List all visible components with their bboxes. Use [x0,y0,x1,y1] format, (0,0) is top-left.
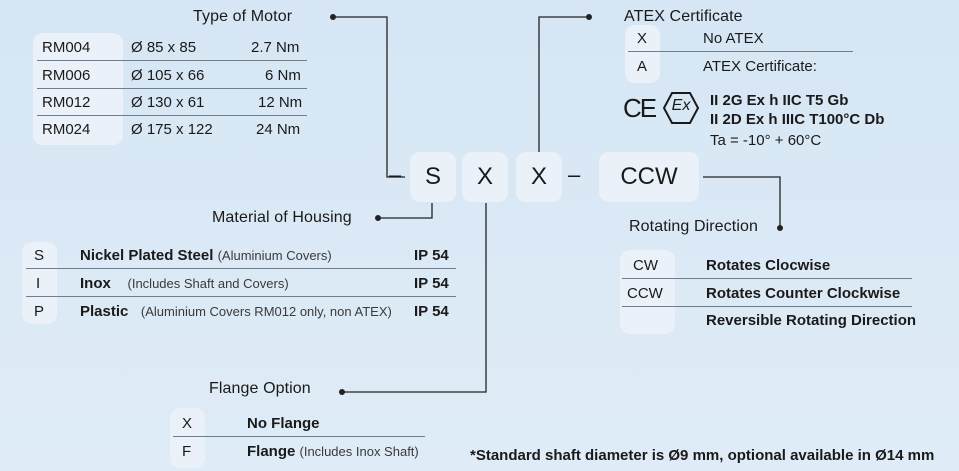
footnote: *Standard shaft diameter is Ø9 mm, optio… [470,447,935,464]
motor-torque: 24 Nm [256,121,301,138]
flange-code: F [182,443,192,460]
motor-divider [37,88,307,89]
motor-model: RM004 [42,39,91,56]
code-box-atex: X [516,152,562,202]
motor-size: Ø 130 x 61 [131,94,205,111]
rotation-label: Rotates Clocwise [706,257,831,274]
flange-divider [173,436,425,437]
atex-label: No ATEX [703,30,764,47]
housing-ip: IP 54 [414,303,449,320]
housing-name: Plastic [80,303,129,320]
housing-ip: IP 54 [414,275,449,292]
housing-code: I [36,275,41,292]
atex-code: X [637,30,648,47]
rotation-label: Rotates Counter Clockwise [706,285,901,302]
flange-connector [342,203,487,393]
flange-name: No Flange [247,415,320,432]
motor-dot [330,14,336,20]
housing-material: Nickel Plated Steel (Aluminium Covers) [80,247,332,264]
housing-divider [26,296,456,297]
motor-size: Ø 105 x 66 [131,67,205,84]
atex-code-pill [625,25,660,83]
flange-code: X [182,415,193,432]
motor-torque: 12 Nm [258,94,303,111]
housing-connector [378,203,433,219]
housing-note: (Includes Shaft and Covers) [127,276,289,291]
atex-connector [538,16,589,152]
housing-note: (Aluminium Covers RM012 only, non ATEX) [140,304,392,319]
rotation-title: Rotating Direction [629,218,758,235]
motor-model-pill [33,33,123,145]
flange-code-pill [170,408,205,468]
housing-code: S [34,247,45,264]
housing-name: Inox [80,275,111,292]
housing-material: Inox (Includes Shaft and Covers) [80,275,289,292]
code-box-flange: X [462,152,508,202]
flange-dot [339,389,345,395]
housing-note: (Aluminium Covers) [217,248,332,263]
rotation-code-pill [620,250,675,334]
rotation-label: Reversible Rotating Direction [706,312,917,329]
housing-material: Plastic (Aluminium Covers RM012 only, no… [80,303,392,320]
housing-code-pill [22,242,57,324]
atex-cert-line: II 2G Ex h IIC T5 Gb [710,92,849,109]
atex-divider [628,51,853,52]
flange-title: Flange Option [209,380,311,397]
rotation-divider [622,306,912,307]
housing-name: Nickel Plated Steel [80,247,214,264]
motor-model: RM024 [42,121,91,138]
housing-code: P [34,303,45,320]
separator-dash: – [389,162,402,187]
motor-model: RM012 [42,94,91,111]
housing-divider [26,268,456,269]
rotation-code: CW [633,257,658,274]
rotation-divider [622,278,912,279]
ex-mark-text: Ex [671,97,691,114]
motor-connector [333,16,405,178]
rotation-connector [703,176,781,228]
housing-title: Material of Housing [212,209,352,226]
motor-title: Type of Motor [193,8,293,25]
motor-size: Ø 175 x 122 [131,121,213,138]
rotation-code: CCW [627,285,663,302]
atex-temperature: Ta = -10° + 60°C [710,132,822,149]
motor-divider [37,115,307,116]
motor-torque: 2.7 Nm [251,39,300,56]
flange-note: (Includes Inox Shaft) [299,444,419,459]
code-box-rotation: CCW [599,152,699,202]
rotation-dot [777,225,783,231]
ce-mark: CE [623,93,657,123]
atex-dot [586,14,592,20]
atex-code: A [637,58,648,75]
code-box-housing: S [410,152,456,202]
motor-divider [37,60,307,61]
atex-label: ATEX Certificate: [703,58,817,75]
motor-size: Ø 85 x 85 [131,39,197,56]
housing-dot [375,215,381,221]
atex-title: ATEX Certificate [624,8,743,25]
motor-torque: 6 Nm [265,67,301,84]
motor-model: RM006 [42,67,91,84]
housing-ip: IP 54 [414,247,449,264]
flange-name: Flange [247,443,296,460]
separator-dash: – [568,162,581,187]
flange-material: Flange (Includes Inox Shaft) [247,443,419,460]
ex-hexagon-icon [662,92,700,124]
atex-cert-line: II 2D Ex h IIIC T100°C Db [710,111,885,128]
